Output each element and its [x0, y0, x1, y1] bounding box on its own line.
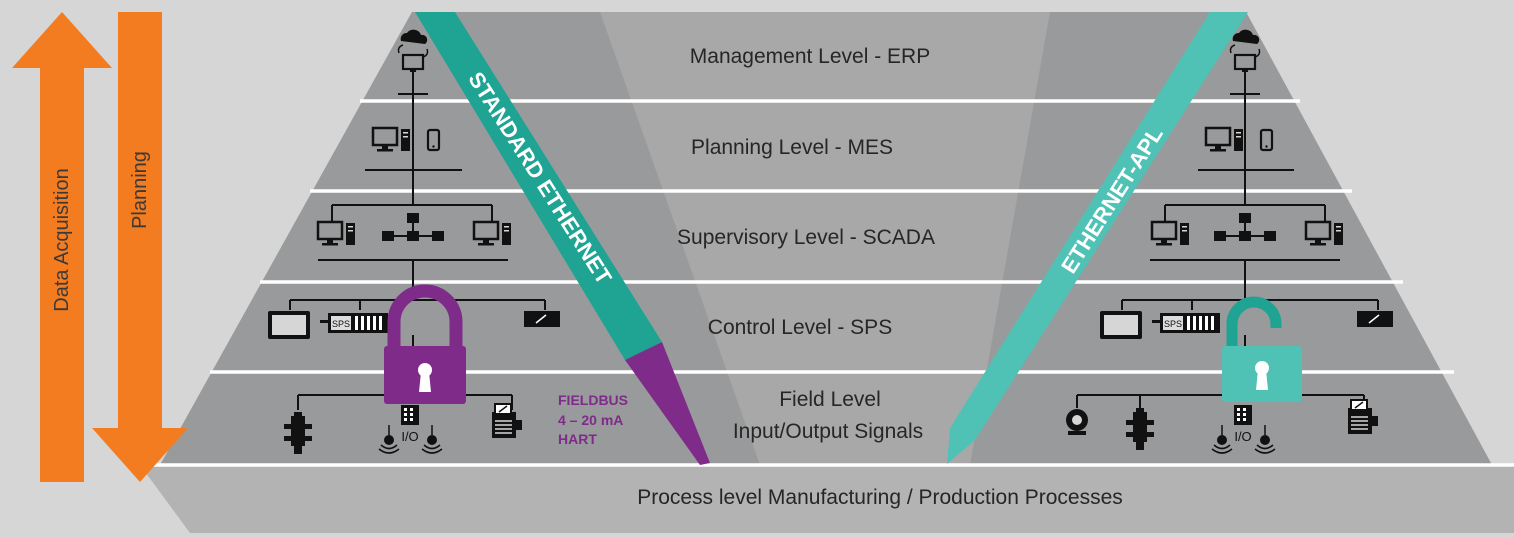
io-module-icon — [1234, 405, 1252, 425]
process-level-label: Process level Manufacturing / Production… — [637, 486, 1123, 509]
management-level-label: Management Level - ERP — [690, 45, 930, 68]
io-label: I/O — [1234, 429, 1251, 444]
planning-level-label: Planning Level - MES — [691, 136, 893, 159]
lock-closed-icon — [384, 284, 466, 404]
planning-label: Planning — [129, 151, 151, 229]
data-acquisition-arrow: Data Acquisition — [12, 12, 112, 482]
drive-controller-icon — [523, 310, 561, 328]
planning-arrow: Planning — [92, 12, 188, 482]
sps-label: SPS — [332, 319, 350, 329]
camera-sensor-icon — [1066, 409, 1088, 435]
hmi-display-icon — [268, 311, 310, 339]
field-io-label: Input/Output Signals — [733, 420, 923, 443]
drive-controller-icon — [1356, 310, 1394, 328]
control-level-label: Control Level - SPS — [708, 316, 892, 339]
io-module-icon — [401, 405, 419, 425]
hmi-display-icon — [1100, 311, 1142, 339]
hart-label: HART — [558, 431, 597, 447]
network-switch-icon — [382, 213, 444, 241]
field-level-label: Field Level — [779, 388, 881, 411]
sps-label: SPS — [1164, 319, 1182, 329]
plc-icon: SPS — [320, 313, 388, 333]
plc-icon: SPS — [1152, 313, 1220, 333]
standard-pyramid — [160, 12, 760, 465]
process-level-band — [140, 465, 1514, 533]
network-switch-icon — [1214, 213, 1276, 241]
fieldbus-label: FIELDBUS — [558, 392, 628, 408]
right-network: SPS I/O — [1066, 28, 1394, 454]
supervisory-level-label: Supervisory Level - SCADA — [677, 226, 935, 249]
lock-open-icon — [1222, 296, 1302, 402]
io-label: I/O — [401, 429, 418, 444]
apl-pyramid — [970, 12, 1492, 465]
data-acquisition-label: Data Acquisition — [51, 168, 73, 311]
current-loop-label: 4 – 20 mA — [558, 412, 623, 428]
fieldbus-labels: FIELDBUS 4 – 20 mA HART — [558, 392, 628, 447]
